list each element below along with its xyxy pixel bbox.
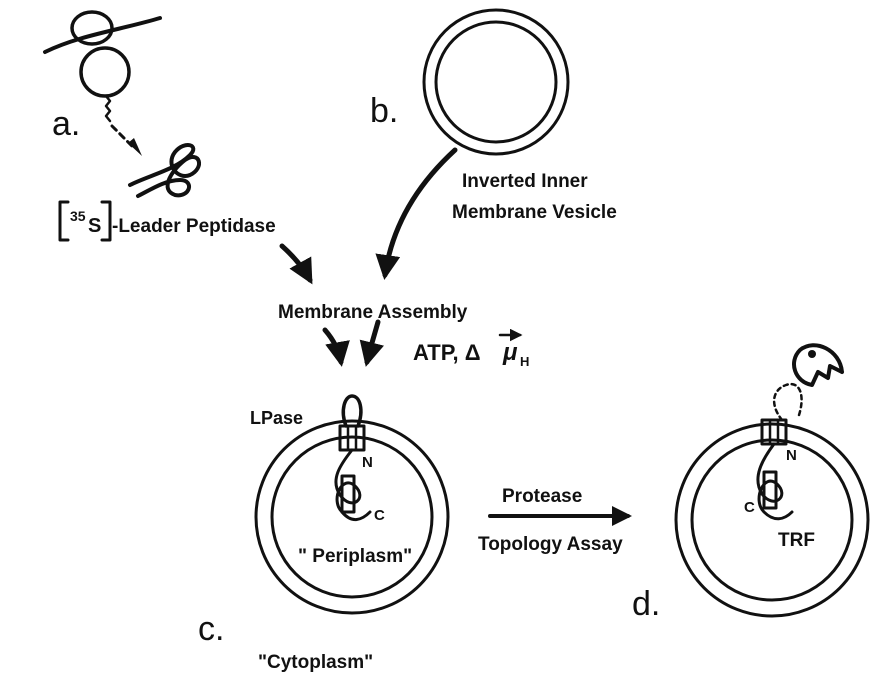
vesicle-inner-membrane xyxy=(436,22,556,142)
lpase-protein-d xyxy=(758,420,792,519)
assembly-arrow-left xyxy=(325,330,341,362)
left-bracket xyxy=(60,202,68,240)
assembly-label: Membrane Assembly xyxy=(278,302,468,323)
protease-label: Protease xyxy=(502,486,582,507)
vesicle-c-inner xyxy=(272,437,432,597)
energy-requirements: ATP, Δ μ H xyxy=(413,335,529,369)
protein-name: -Leader Peptidase xyxy=(112,216,276,237)
topology-assay-label: Topology Assay xyxy=(478,534,623,555)
isotope-mass: 35 xyxy=(70,208,86,224)
ribosome-small-subunit xyxy=(72,12,112,44)
nascent-chain xyxy=(106,96,110,121)
inverted-vesicle xyxy=(424,10,568,154)
n-terminus-label-c: N xyxy=(362,454,373,471)
trf-label: TRF xyxy=(778,530,815,551)
n-terminus-label-d: N xyxy=(786,447,797,464)
vesicle-label-line1: Inverted Inner xyxy=(462,171,588,192)
cytoplasm-label: "Cytoplasm" xyxy=(258,652,373,673)
protein-arrow xyxy=(282,246,310,280)
energy-subscript: H xyxy=(520,354,529,369)
right-bracket xyxy=(102,202,110,240)
panel-label-c: c. xyxy=(198,610,224,648)
panel-label-d: d. xyxy=(632,585,660,623)
vesicle-outer-membrane xyxy=(424,10,568,154)
translation-arrow-head xyxy=(128,138,142,156)
panel-label-b: b. xyxy=(370,92,398,130)
vesicle-d xyxy=(676,424,868,616)
protein-label: 35 S -Leader Peptidase xyxy=(60,202,276,240)
vesicle-label-line2: Membrane Vesicle xyxy=(452,202,617,223)
cleaved-loop xyxy=(774,384,801,420)
ribosome-large-subunit xyxy=(81,48,129,96)
protease-eye xyxy=(808,350,816,358)
energy-atp-delta: ATP, Δ xyxy=(413,340,481,365)
c-terminus-label-c: C xyxy=(374,507,385,524)
vesicle-arrow xyxy=(385,150,455,275)
protease-enzyme xyxy=(774,345,842,420)
protease-pacman xyxy=(794,345,842,385)
energy-mu: μ xyxy=(502,339,518,366)
lpase-label: LPase xyxy=(250,408,303,428)
panel-label-a: a. xyxy=(52,105,80,143)
vesicle-d-outer xyxy=(676,424,868,616)
c-terminus-label-d: C xyxy=(744,499,755,516)
assembly-arrow-right xyxy=(367,322,378,362)
periplasm-label: " Periplasm" xyxy=(298,546,412,567)
isotope-symbol: S xyxy=(88,215,101,237)
vesicle-d-inner xyxy=(692,440,852,600)
